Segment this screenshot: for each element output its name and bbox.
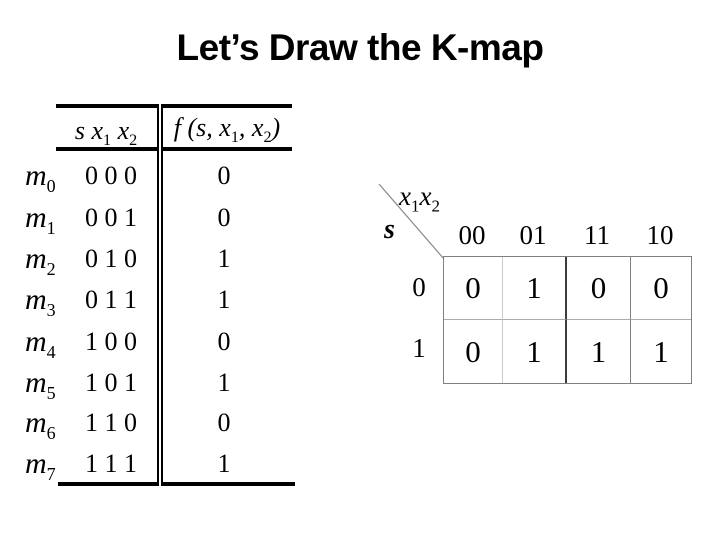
kmap-cell: 1 xyxy=(503,320,567,383)
kmap-row-label: 1 xyxy=(412,333,426,363)
axis-var-sub: 2 xyxy=(431,196,440,216)
header-sub: 1 xyxy=(230,129,239,147)
header-text: f (s, x xyxy=(173,113,231,142)
table-row: m7 1 1 1 1 xyxy=(0,447,300,484)
output-value: 0 xyxy=(217,408,231,437)
kmap-cell: 1 xyxy=(567,320,631,383)
header-text: ) xyxy=(271,113,281,142)
minterm-base: m xyxy=(25,447,47,480)
minterm-label: m1 xyxy=(25,201,56,238)
header-sub: 2 xyxy=(129,132,138,150)
input-bits: 0 0 0 xyxy=(85,161,137,190)
table-row: m6 1 1 0 0 xyxy=(0,406,300,443)
header-text: , x xyxy=(238,113,264,142)
minterm-index: 5 xyxy=(46,383,56,403)
minterm-label: m3 xyxy=(25,283,56,320)
header-sub: 1 xyxy=(103,132,112,150)
kmap-row-label: 0 xyxy=(412,272,426,302)
input-bits: 0 0 1 xyxy=(85,203,137,232)
header-sub: 2 xyxy=(263,129,272,147)
minterm-label: m6 xyxy=(25,406,56,443)
minterm-index: 4 xyxy=(46,342,56,362)
input-bits: 1 1 0 xyxy=(85,408,137,437)
minterm-base: m xyxy=(25,406,47,439)
output-value: 1 xyxy=(217,368,231,397)
kmap-cell: 0 xyxy=(444,320,503,383)
table-row: m2 0 1 0 1 xyxy=(0,242,300,279)
output-value: 0 xyxy=(217,327,231,356)
diagonal-line xyxy=(378,183,445,260)
table-row: m4 1 0 0 0 xyxy=(0,325,300,362)
truth-table-bottom-rule xyxy=(58,482,295,486)
minterm-label: m5 xyxy=(25,366,56,403)
table-row: m0 0 0 0 0 xyxy=(0,159,300,196)
kmap-cell: 0 xyxy=(567,257,631,320)
minterm-label: m7 xyxy=(25,447,56,484)
minterm-index: 3 xyxy=(46,300,56,320)
output-value: 0 xyxy=(217,161,231,190)
truth-table-double-rule xyxy=(157,104,163,486)
kmap-col-label: 11 xyxy=(584,220,610,250)
kmap-grid: 0 1 0 0 0 1 1 1 xyxy=(443,256,692,384)
output-value: 1 xyxy=(217,285,231,314)
table-row: m1 0 0 1 0 xyxy=(0,201,300,238)
table-row: m3 0 1 1 1 xyxy=(0,283,300,320)
truth-table-top-rule xyxy=(56,104,292,108)
input-bits: 0 1 0 xyxy=(85,244,137,273)
minterm-base: m xyxy=(25,159,47,192)
minterm-base: m xyxy=(25,283,47,316)
kmap-column-axis-label: x1x2 xyxy=(399,181,440,214)
axis-var: x xyxy=(419,181,432,211)
kmap-cell: 0 xyxy=(444,257,503,320)
table-row: m5 1 0 1 1 xyxy=(0,366,300,403)
axis-var: x xyxy=(399,181,411,211)
kmap-col-label: 01 xyxy=(519,220,547,250)
input-bits: 1 1 1 xyxy=(85,449,137,478)
minterm-base: m xyxy=(25,366,47,399)
minterm-label: m4 xyxy=(25,325,56,362)
minterm-base: m xyxy=(25,201,47,234)
kmap-cell: 1 xyxy=(653,333,669,369)
header-text: x xyxy=(111,116,130,145)
minterm-index: 2 xyxy=(46,259,56,279)
axis-var-sub: 1 xyxy=(410,196,420,216)
input-bits: 1 0 0 xyxy=(85,327,137,356)
minterm-index: 1 xyxy=(46,218,56,238)
output-value: 1 xyxy=(217,449,231,478)
truth-table-header-rule xyxy=(56,147,292,151)
kmap-col-label: 10 xyxy=(646,220,674,250)
kmap-cell: 1 xyxy=(503,257,567,320)
truth-table-input-header: s x1 x2 xyxy=(56,116,156,150)
truth-table-output-header: f (s, x1, x2) xyxy=(162,113,292,147)
minterm-index: 6 xyxy=(46,423,56,443)
output-value: 1 xyxy=(217,244,231,273)
minterm-index: 0 xyxy=(46,176,56,196)
page-title: Let’s Draw the K-map xyxy=(176,27,544,68)
input-bits: 0 1 1 xyxy=(85,285,137,314)
kmap-cell: 0 xyxy=(631,257,691,320)
minterm-base: m xyxy=(25,242,47,275)
output-value: 0 xyxy=(217,203,231,232)
minterm-index: 7 xyxy=(46,464,56,484)
kmap-col-label: 00 xyxy=(458,220,486,250)
minterm-base: m xyxy=(25,325,47,358)
header-text: s x xyxy=(74,116,103,145)
input-bits: 1 0 1 xyxy=(85,368,137,397)
minterm-label: m0 xyxy=(25,159,56,196)
minterm-label: m2 xyxy=(25,242,56,279)
kmap-row-axis-label: s xyxy=(384,214,395,245)
